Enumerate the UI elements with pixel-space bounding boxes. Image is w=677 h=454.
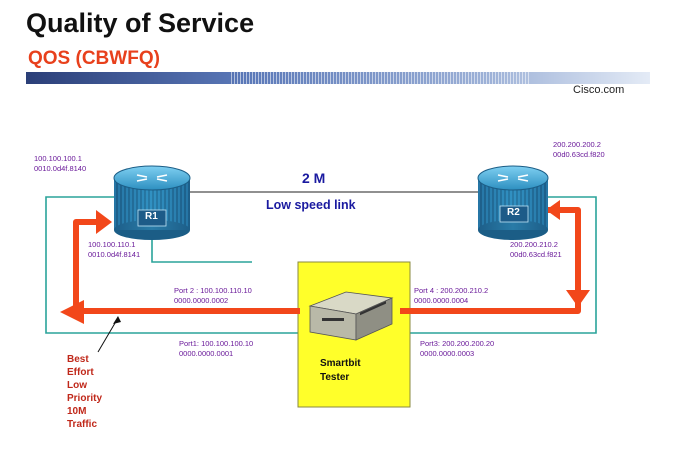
traffic-note-line1: Best <box>67 354 89 365</box>
link-speed: 2 M <box>302 170 326 186</box>
flow-tester-r1 <box>73 219 300 314</box>
r1-bottom-mac: 0010.0d4f.8141 <box>88 250 141 259</box>
page-subtitle: QOS (CBWFQ) <box>28 48 160 69</box>
flow-arrow-r1 <box>96 210 112 234</box>
router-r1-label: R1 <box>145 211 158 222</box>
port3-mac: 0000.0000.0003 <box>420 349 475 358</box>
flow-r2-tester <box>400 207 581 314</box>
r2-top-ip: 200.200.200.2 <box>553 140 601 149</box>
pointer-arrow <box>113 316 121 324</box>
r2-bottom-address: 200.200.210.2 00d0.63cd.f821 <box>510 240 562 260</box>
port3-ip: Port3: 200.200.200.20 <box>420 339 495 348</box>
port2-ip: Port 2 : 100.100.110.10 <box>174 286 252 295</box>
link-description: Low speed link <box>266 198 356 212</box>
router-r2-label: R2 <box>507 207 520 218</box>
traffic-note-line6: Traffic <box>67 419 98 430</box>
brand-label: Cisco.com <box>573 84 625 96</box>
r1-top-address: 100.100.100.1 0010.0d4f.8140 <box>34 154 86 174</box>
router-r2 <box>477 165 549 240</box>
flow-arrow-r2 <box>546 200 560 220</box>
traffic-note-line3: Low <box>67 380 87 391</box>
port4-ip: Port 4 : 200.200.210.2 <box>414 286 489 295</box>
r1-bottom-address: 100.100.110.1 0010.0d4f.8141 <box>88 240 140 260</box>
page-title: Quality of Service <box>26 8 255 38</box>
link-r2-port3 <box>398 196 597 334</box>
r2-bottom-ip: 200.200.210.2 <box>510 240 558 249</box>
port1-ip: Port1: 100.100.100.10 <box>179 339 254 348</box>
tester-label: Smartbit Tester <box>320 357 361 385</box>
port2-mac: 0000.0000.0002 <box>174 296 229 305</box>
tester-label-line2: Tester <box>320 372 350 383</box>
router-r1 <box>113 165 191 240</box>
smartbit-device <box>308 291 394 341</box>
r2-top-address: 200.200.200.2 00d0.63cd.f820 <box>553 140 605 160</box>
flow-arrow-left <box>60 300 84 324</box>
traffic-note-line2: Effort <box>67 367 94 378</box>
r2-bottom-mac: 00d0.63cd.f821 <box>510 250 562 259</box>
r1-bottom-ip: 100.100.110.1 <box>88 240 136 249</box>
link-r1-port1 <box>45 196 300 334</box>
r2-top-mac: 00d0.63cd.f820 <box>553 150 605 159</box>
traffic-note-line4: Priority <box>67 393 103 404</box>
pointer-line <box>97 317 119 353</box>
r1-top-ip: 100.100.100.1 <box>34 154 82 163</box>
port4-mac: 0000.0000.0004 <box>414 296 469 305</box>
r1-top-mac: 0010.0d4f.8140 <box>34 164 87 173</box>
flow-arrow-down <box>566 290 590 307</box>
tester-label-line1: Smartbit <box>320 358 361 369</box>
traffic-note-line5: 10M <box>67 406 87 417</box>
port1-mac: 0000.0000.0001 <box>179 349 234 358</box>
traffic-flow <box>73 207 581 314</box>
header-rule <box>26 72 650 84</box>
port3-label: Port3: 200.200.200.20 0000.0000.0003 <box>420 339 494 359</box>
port1-label: Port1: 100.100.100.10 0000.0000.0001 <box>179 339 253 359</box>
port2-label: Port 2 : 100.100.110.10 0000.0000.0002 <box>174 286 252 306</box>
port4-label: Port 4 : 200.200.210.2 0000.0000.0004 <box>414 286 488 306</box>
traffic-note: Best Effort Low Priority 10M Traffic <box>67 353 102 431</box>
